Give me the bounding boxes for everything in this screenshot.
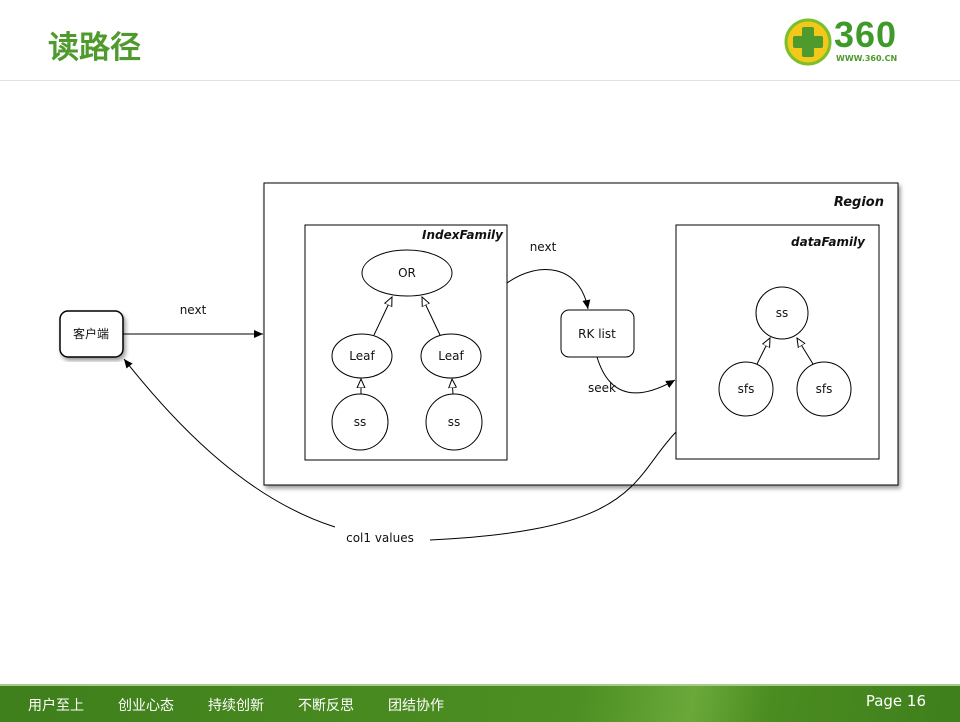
footer-slogan: 创业心态 xyxy=(118,698,174,714)
logo-text: 360 xyxy=(834,14,898,55)
ss-node-1 xyxy=(331,393,389,451)
slide-title: 读路径 xyxy=(48,30,141,66)
footer-slogan: 持续创新 xyxy=(208,698,264,714)
arrow-values-client xyxy=(123,358,336,528)
edge-sfs1-ss xyxy=(756,338,770,365)
sfs-node-1-label: sfs xyxy=(738,382,755,396)
sfs-node-2-label: sfs xyxy=(816,382,833,396)
edge-leaf2-or xyxy=(422,297,441,336)
edge-ss2-leaf2 xyxy=(452,379,453,395)
arrow-index-rklist xyxy=(506,269,591,310)
data-family-box xyxy=(675,224,880,460)
footer-bar: 用户至上 创业心态 持续创新 不断反思 团结协作 Page 16 xyxy=(0,684,960,722)
sfs-node-2 xyxy=(796,361,852,417)
ss-node-2 xyxy=(425,393,483,451)
ss-node-1-label: ss xyxy=(354,415,367,429)
footer-slogan: 团结协作 xyxy=(388,698,444,714)
footer-slogan: 不断反思 xyxy=(298,698,354,714)
data-ss-node xyxy=(755,286,809,340)
leaf-node-1-label: Leaf xyxy=(349,349,375,363)
page-number: Page 16 xyxy=(865,692,926,710)
next-label-index: next xyxy=(530,240,557,254)
logo-360: 360 WWW.360.CN xyxy=(784,14,924,68)
logo-plus-icon xyxy=(784,18,832,66)
or-node-label: OR xyxy=(398,266,416,280)
rk-list-label: RK list xyxy=(578,327,616,341)
index-family-label: IndexFamily xyxy=(422,228,504,242)
col-values-label: col1 values xyxy=(346,531,414,545)
ss-node-2-label: ss xyxy=(448,415,461,429)
arrow-rklist-datafamily xyxy=(596,356,676,394)
return-path-line xyxy=(429,431,677,541)
or-node xyxy=(361,249,453,297)
seek-label: seek xyxy=(588,381,616,395)
leaf-node-2-label: Leaf xyxy=(438,349,464,363)
data-ss-node-label: ss xyxy=(776,306,789,320)
sfs-node-1 xyxy=(718,361,774,417)
edge-sfs2-ss xyxy=(797,338,814,365)
header-divider xyxy=(0,80,960,81)
footer-slogan: 用户至上 xyxy=(28,698,84,714)
next-label-client: next xyxy=(180,303,207,317)
data-family-label: dataFamily xyxy=(791,235,866,249)
client-label: 客户端 xyxy=(73,326,109,341)
edge-leaf1-or xyxy=(373,297,392,336)
region-label: Region xyxy=(834,195,884,210)
logo-url: WWW.360.CN xyxy=(836,54,898,63)
